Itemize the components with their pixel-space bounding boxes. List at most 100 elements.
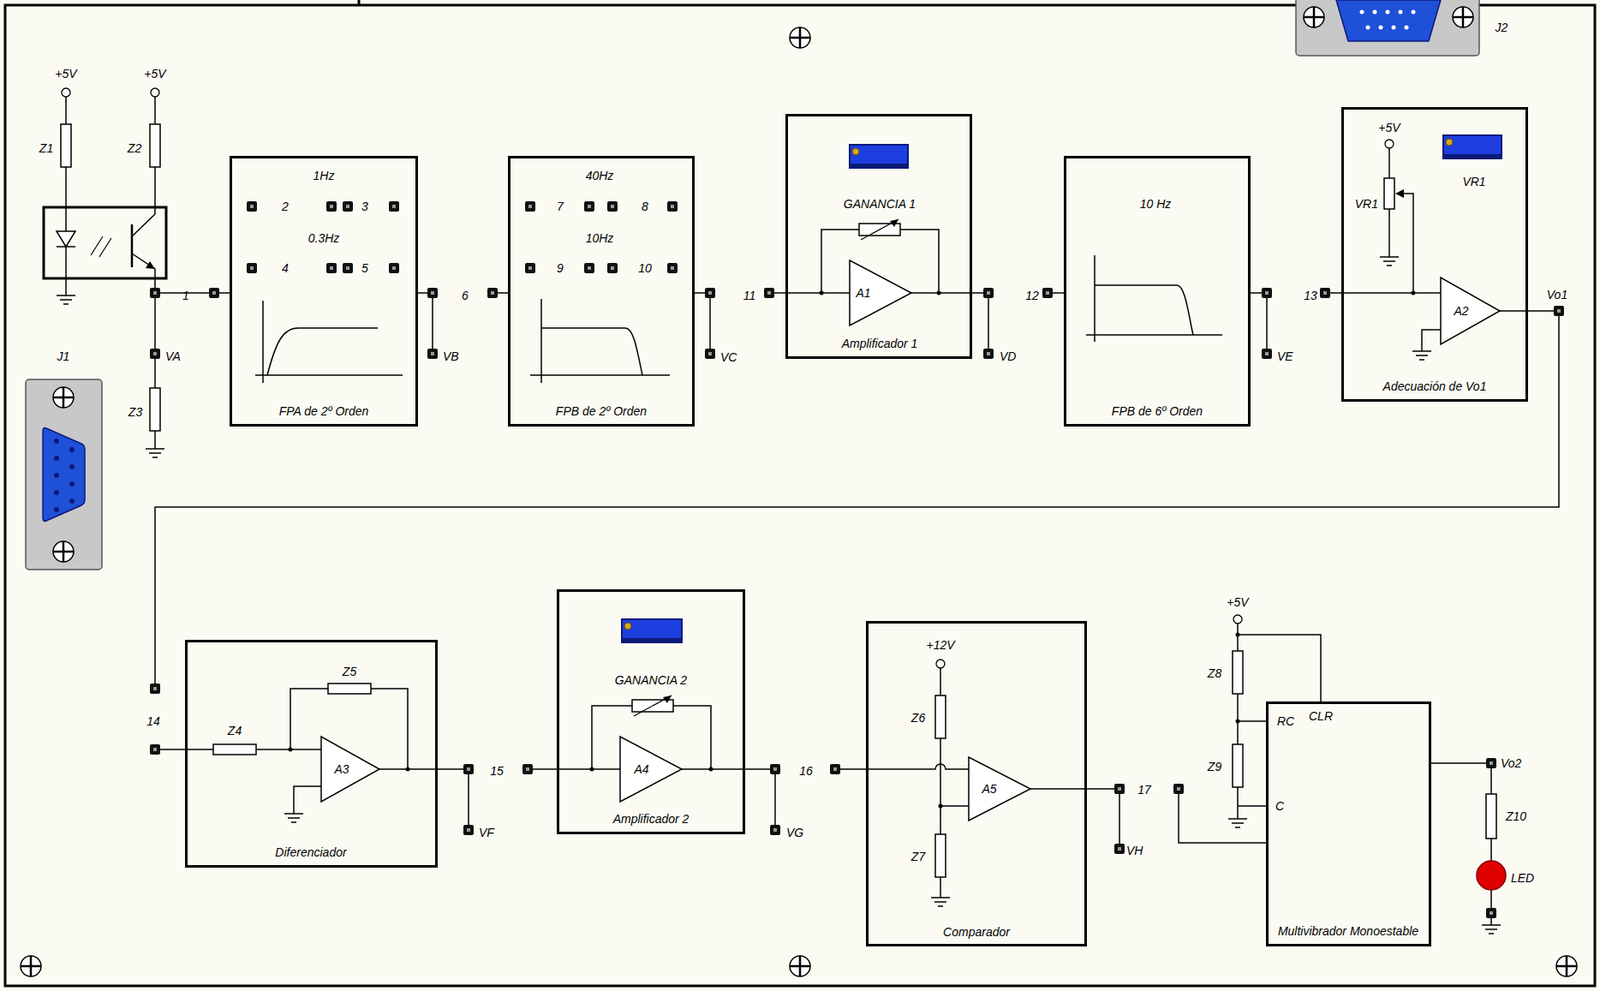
terminal-pin-center	[346, 266, 350, 270]
terminal-pin-center	[1557, 309, 1561, 313]
terminal-pin	[770, 764, 781, 775]
signal-label: VC	[720, 350, 737, 365]
terminal-pin-center	[528, 266, 532, 270]
signal-label: VR1	[1462, 174, 1486, 189]
wire	[154, 96, 156, 125]
arrow-head	[1395, 189, 1404, 198]
wire	[1250, 292, 1262, 294]
resistor-symbol	[328, 683, 371, 694]
wire	[152, 456, 158, 459]
terminal-pin	[342, 201, 353, 212]
wire	[840, 764, 969, 770]
connector-pin	[53, 455, 60, 461]
wire	[530, 374, 670, 377]
terminal-pin-center	[767, 291, 771, 295]
signal-label: J2	[1495, 20, 1509, 35]
trimmer-screw	[624, 622, 632, 630]
terminal-pin	[1553, 305, 1565, 317]
wire	[1237, 634, 1321, 702]
signal-label: VF	[478, 825, 495, 840]
wire	[1462, 6, 1465, 28]
wire	[1412, 350, 1432, 353]
signal-label: A2	[1453, 304, 1469, 318]
signal-label: Z2	[127, 141, 142, 156]
terminal-pin-center	[1265, 291, 1269, 295]
block-text: Adecuación de Vo1	[1383, 379, 1487, 394]
screw-symbol	[789, 955, 811, 977]
terminal-pin-center	[670, 266, 675, 270]
circuit-block: Adecuación de Vo1	[1341, 107, 1529, 402]
diode-symbol	[56, 231, 76, 247]
terminal-pin	[149, 744, 161, 755]
terminal-pin-center	[610, 266, 615, 270]
circuit-block: 40Hz10HzFPB de 2º Orden	[507, 155, 695, 427]
wire	[62, 387, 66, 408]
opamp-symbol	[1440, 277, 1500, 345]
signal-label: A3	[334, 762, 349, 777]
terminal-pin	[246, 201, 257, 212]
led-symbol	[1476, 860, 1506, 890]
db15-connector	[1295, 0, 1480, 56]
terminal-pin	[607, 201, 618, 212]
terminal-pin-center	[1176, 787, 1181, 791]
terminal-pin-center	[773, 767, 777, 771]
connector-pin	[1404, 25, 1409, 30]
wire	[673, 705, 711, 770]
wire	[1118, 794, 1121, 844]
wire	[358, 0, 361, 6]
terminal-pin-center	[708, 291, 712, 295]
wire	[939, 738, 942, 835]
wire	[293, 786, 322, 814]
terminal-pin-center	[392, 266, 396, 270]
terminal-pin	[1114, 843, 1125, 854]
block-text: FPB de 2º Orden	[555, 404, 647, 418]
signal-label: Z1	[39, 141, 54, 156]
signal-label: CLR	[1308, 709, 1333, 723]
signal-label: Z4	[227, 723, 242, 738]
wire	[1313, 6, 1316, 28]
signal-label: +5V	[143, 66, 166, 81]
signal-label: LED	[1510, 871, 1535, 885]
signal-label: VG	[786, 825, 804, 840]
signal-label: 13	[1303, 288, 1318, 303]
wire	[467, 774, 470, 825]
wire	[131, 224, 134, 268]
wire	[1237, 720, 1266, 723]
signal-label: VA	[165, 349, 181, 364]
terminal-pin-center	[466, 767, 471, 771]
terminal-pin-center	[1489, 761, 1493, 765]
terminal-pin	[463, 824, 474, 836]
terminal-pin	[208, 287, 220, 299]
signal-label: 5	[361, 261, 369, 275]
terminal-pin	[770, 824, 781, 836]
signal-label: 10	[638, 261, 652, 275]
wire	[937, 905, 944, 908]
terminal-pin	[1114, 783, 1125, 795]
wire	[1383, 260, 1396, 263]
terminal-pin	[149, 348, 161, 359]
terminal-pin-center	[708, 352, 712, 356]
wire	[1093, 255, 1096, 342]
terminal-pin	[1486, 758, 1497, 769]
terminal-pin-center	[1117, 787, 1122, 791]
terminal-pin	[326, 201, 337, 212]
signal-label: 15	[489, 764, 504, 778]
signal-label: A1	[855, 286, 871, 300]
connector-shell	[42, 428, 85, 522]
block-text: Amplificador 1	[841, 336, 919, 351]
signal-label: C	[1275, 799, 1284, 813]
connector-pin	[69, 498, 75, 504]
screw-symbol	[53, 541, 74, 562]
terminal-pin	[522, 764, 533, 775]
wire	[987, 298, 990, 349]
wire	[1485, 928, 1498, 931]
response-curve	[541, 328, 643, 376]
terminal-pin	[149, 683, 161, 694]
resistor-symbol	[935, 695, 946, 739]
junction-dot	[590, 767, 595, 772]
trimmer-screw	[852, 148, 860, 156]
wire	[255, 374, 403, 377]
supply-terminal	[150, 88, 160, 97]
terminal-pin-center	[153, 686, 157, 691]
wire	[90, 236, 103, 256]
